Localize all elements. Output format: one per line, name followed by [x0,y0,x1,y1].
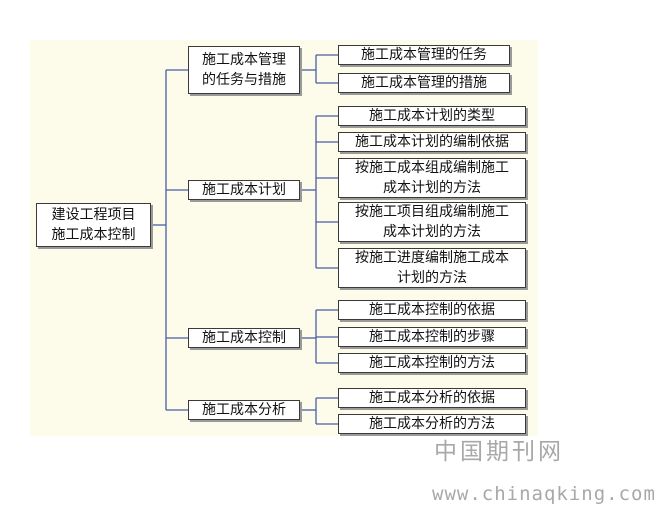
leaf-node: 施工成本分析的方法 [338,414,526,434]
root-node: 建设工程项目 施工成本控制 [36,203,151,247]
leaf-node: 施工成本控制的步骤 [338,327,526,347]
leaf-node: 施工成本控制的方法 [338,353,526,373]
leaf-node: 施工成本管理的任务 [338,45,510,65]
branch-node-cost-plan: 施工成本计划 [188,180,300,200]
leaf-node: 施工成本分析的依据 [338,388,526,408]
leaf-node: 施工成本控制的依据 [338,300,526,320]
leaf-node: 施工成本计划的类型 [338,106,526,126]
watermark-url: www.chinaqking.com [432,483,656,505]
leaf-node: 施工成本管理的措施 [338,73,510,93]
leaf-node: 按施工项目组成编制施工 成本计划的方法 [338,202,526,242]
branch-node-cost-control: 施工成本控制 [188,328,300,348]
leaf-node: 施工成本计划的编制依据 [338,132,526,152]
leaf-node: 按施工成本组成编制施工 成本计划的方法 [338,158,526,198]
watermark-site-name: 中国期刊网 [434,439,564,465]
branch-node-task-measures: 施工成本管理 的任务与措施 [188,46,300,94]
branch-node-cost-analysis: 施工成本分析 [188,400,300,420]
leaf-node: 按施工进度编制施工成本 计划的方法 [338,248,526,288]
